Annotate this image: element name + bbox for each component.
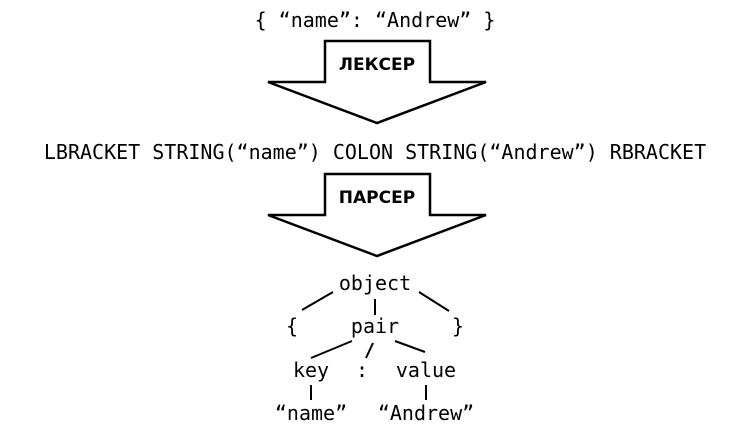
edge-pair-key — [310, 340, 353, 359]
tree-leaf-name: “name” — [274, 401, 348, 425]
edge-pair-value — [394, 340, 426, 353]
edge-object-closebrace — [418, 291, 450, 312]
lexer-label: ЛЕКСЕР — [338, 55, 416, 75]
tree-node-object: object — [338, 271, 412, 295]
tree-node-key: key — [292, 358, 330, 382]
tree-node-value: value — [395, 358, 457, 382]
tree-node-colon: : — [355, 358, 369, 382]
tree-node-open-brace: { — [285, 314, 299, 338]
tree-leaf-andrew: “Andrew” — [377, 401, 475, 425]
token-stream-text: LBRACKET STRING(“name”) COLON STRING(“An… — [43, 140, 707, 164]
edge-pair-colon — [365, 342, 374, 359]
tree-node-pair: pair — [350, 314, 400, 338]
tree-node-close-brace: } — [451, 314, 465, 338]
parser-label: ПАРСЕР — [338, 188, 416, 208]
input-json-text: { “name”: “Andrew” } — [254, 8, 496, 32]
edge-object-openbrace — [301, 291, 334, 311]
